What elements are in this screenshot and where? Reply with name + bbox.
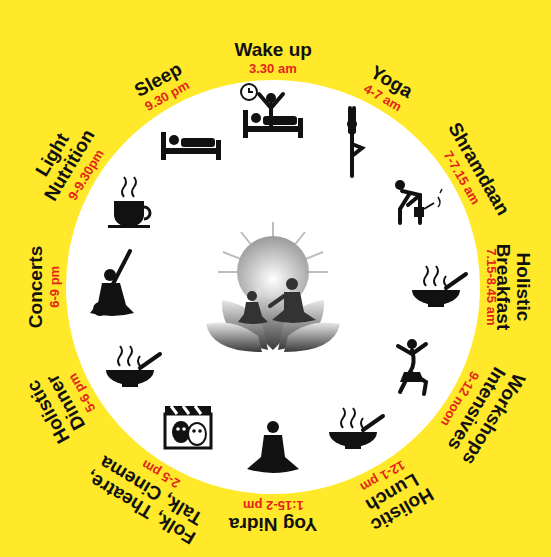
bowl-icon	[412, 266, 466, 307]
cup-icon	[108, 177, 150, 228]
bed-icon	[161, 132, 221, 160]
time-label: 7.15-8.45 am	[484, 248, 498, 325]
wake-icon	[241, 84, 303, 138]
sitar-icon	[90, 251, 134, 316]
activity-label: Holistic Breakfast	[493, 244, 533, 331]
wheel-circle	[66, 80, 480, 494]
bowl-icon	[329, 408, 383, 449]
time-label: 1:15-2 pm	[243, 498, 304, 512]
theatre-icon	[165, 406, 211, 448]
meditation-icon	[247, 421, 299, 473]
lotus-emblem	[206, 222, 340, 352]
yoga-icon	[347, 108, 362, 176]
bowl-icon	[106, 346, 160, 387]
activity-label: Concerts	[26, 246, 46, 328]
activity-label: Wake up	[235, 40, 312, 60]
watering-icon	[395, 180, 442, 223]
activity-label: Yog Nidra	[229, 514, 317, 534]
time-label: 6-9 pm	[48, 266, 62, 308]
time-label: 3.30 am	[249, 62, 297, 76]
dancer-icon	[398, 339, 426, 394]
